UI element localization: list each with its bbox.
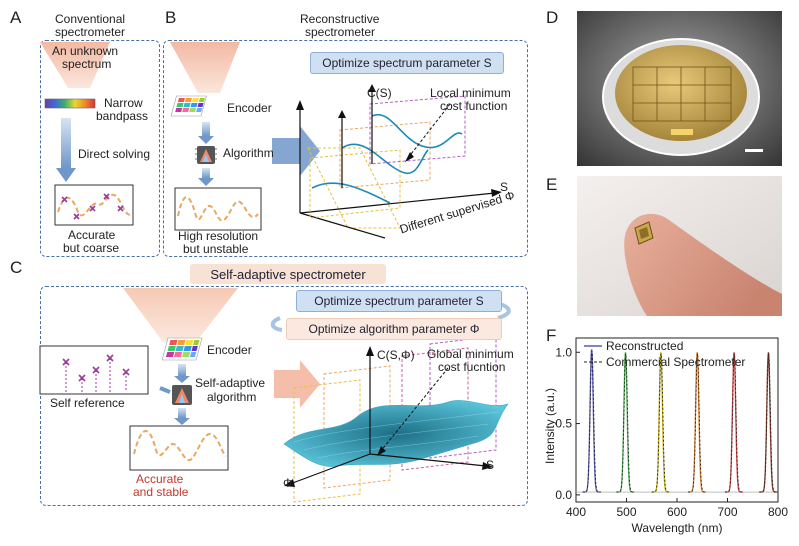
commercial-peak-4 <box>688 353 707 493</box>
panel-b-frame <box>163 40 528 257</box>
panel-letter-a: A <box>10 8 22 27</box>
scale-bar-d <box>745 149 763 152</box>
encoder-chip-c <box>161 337 203 361</box>
cost-surface-planes <box>293 335 497 503</box>
commercial-peak-6 <box>759 353 778 493</box>
local-min-label-line2: cost function <box>440 99 508 113</box>
axis-c-label-c: C(S,Φ) <box>377 348 415 362</box>
y-tick-label: 0.5 <box>555 417 572 431</box>
x-tick-label: 800 <box>768 505 788 519</box>
global-min-label-line1: Global minimum <box>427 347 514 361</box>
panel-c-frame <box>40 286 528 506</box>
algorithm-label-c-line2: algorithm <box>207 390 257 404</box>
result-b-line1: High resolution <box>178 229 259 243</box>
cost-function-planes-b <box>307 147 401 229</box>
axis-phi-label-c: Φ <box>283 476 293 490</box>
optimize-s-pill-c: Optimize spectrum parameter S <box>296 290 502 312</box>
panel-a-frame <box>40 40 160 257</box>
panel-letter-e: E <box>546 175 558 194</box>
axis-c-label-b: C(S) <box>367 86 392 100</box>
direct-solving-label: Direct solving <box>78 147 151 161</box>
global-min-pointer <box>379 367 449 453</box>
x-axis-label: Wavelength (nm) <box>632 521 723 535</box>
result-a-line2: but coarse <box>63 241 120 255</box>
algorithm-label-b: Algorithm <box>223 146 274 160</box>
direct-solving-arrow-head <box>56 168 76 182</box>
self-reference-label: Self reference <box>50 396 125 410</box>
y-axis-label: Intensity (a.u.) <box>543 388 557 464</box>
light-cone-c <box>123 288 238 342</box>
panel-letter-f: F <box>546 326 557 345</box>
x-tick-label: 600 <box>667 505 687 519</box>
algorithm-chip-c <box>172 385 192 405</box>
cone-label-a-line2: spectrum <box>62 57 112 71</box>
panel-letter-c: C <box>10 258 23 277</box>
cost-surface <box>283 400 509 467</box>
optimize-phi-pill-c: Optimize algorithm parameter Φ <box>286 318 502 340</box>
panel-c-graphics <box>39 288 511 503</box>
axis-s-label-c: S <box>486 458 495 472</box>
panel-a-graphics <box>40 42 134 226</box>
panel-letter-b: B <box>165 8 177 27</box>
axis-s-label-b: S <box>500 180 509 194</box>
reconstructed-peak-1 <box>582 349 601 493</box>
panel-b-title-line2: spectrometer <box>305 25 376 39</box>
legend-label-commercial: Commercial Spectrometer <box>606 355 745 369</box>
result-b-line2: but unstable <box>183 242 249 256</box>
algorithm-label-c-line1: Self-adaptive <box>195 376 266 390</box>
local-min-label-line1: Local minimum <box>430 86 511 100</box>
encoder-chip-b <box>170 95 207 117</box>
filter-label-line1: Narrow <box>104 96 143 110</box>
panel-b-graphics <box>170 42 502 239</box>
direct-solving-arrow-shaft <box>61 118 71 168</box>
process-arrow-b <box>272 126 320 176</box>
narrow-bandpass-filter <box>44 98 96 109</box>
result-c-line1: Accurate <box>136 472 184 486</box>
result-c-line2: and stable <box>133 485 189 499</box>
chip-on-fingertip-photo <box>577 176 782 316</box>
legend-label-reconstructed: Reconstructed <box>606 339 683 353</box>
panel-letter-d: D <box>546 8 559 27</box>
coarse-sample-crosses <box>61 193 124 220</box>
optimize-s-pill-b: Optimize spectrum parameter S <box>310 52 504 74</box>
light-cone-b <box>170 42 240 93</box>
panel-c-title: Self-adaptive spectrometer <box>190 264 386 284</box>
axes-c <box>289 352 487 485</box>
global-min-label-line2: cost fucntion <box>438 360 506 374</box>
encoder-label-b: Encoder <box>227 101 272 115</box>
x-tick-label: 700 <box>717 505 737 519</box>
panel-a-title-line1: Conventional <box>55 12 126 26</box>
algorithm-chip-b <box>195 146 217 164</box>
filter-label-line2: bandpass <box>96 109 149 123</box>
light-cone-a <box>40 42 110 88</box>
commercial-peak-5 <box>725 353 744 493</box>
panel-a-title-line2: spectrometer <box>55 25 126 39</box>
x-tick-label: 400 <box>566 505 586 519</box>
result-a-line1: Accurate <box>68 228 116 242</box>
commercial-peak-2 <box>616 353 635 493</box>
y-tick-label: 0.0 <box>555 488 572 502</box>
x-tick-label: 500 <box>616 505 636 519</box>
y-tick-label: 1.0 <box>555 345 572 359</box>
self-reference-plot <box>39 345 149 395</box>
encoder-label-c: Encoder <box>207 343 252 357</box>
axes-b <box>299 108 496 239</box>
unstable-spectrum-plot <box>174 187 262 231</box>
wafer-photo <box>577 11 782 166</box>
commercial-peak-3 <box>651 353 670 493</box>
process-arrow-c <box>274 360 320 408</box>
coarse-spectrum-curve <box>57 193 132 217</box>
cone-label-a-line1: An unknown <box>52 44 119 58</box>
panel-b-title-line1: Reconstructive <box>300 12 380 26</box>
local-min-pointer <box>407 103 451 159</box>
